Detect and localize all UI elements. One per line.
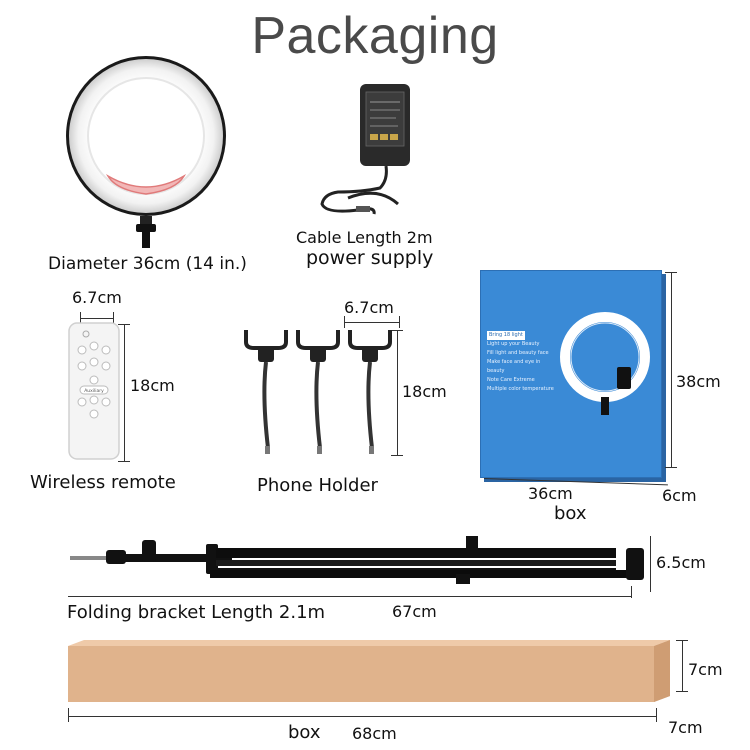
remote-control-icon: Auxiliary xyxy=(68,322,120,460)
remote-height-line xyxy=(124,324,125,462)
tripod-thickness-line xyxy=(650,536,651,592)
remote-auxiliary-text: Auxiliary xyxy=(84,388,104,394)
holder-height-line xyxy=(397,330,398,456)
long-box-length-label: 68cm xyxy=(352,724,397,743)
box-print-line: Note Care Extreme xyxy=(487,377,535,383)
phone-holder-icon xyxy=(244,328,392,456)
ring-box-depth-label: 6cm xyxy=(662,486,697,505)
ring-box-width-label: 36cm xyxy=(528,484,573,503)
box-print-line: Light up your Beauty xyxy=(487,341,540,347)
ring-light-image xyxy=(56,56,236,253)
box-print-line: Multiple color temperature xyxy=(487,386,554,392)
long-box-label: box xyxy=(288,722,321,743)
power-adapter-icon xyxy=(320,84,410,215)
long-box-height-line xyxy=(682,640,683,692)
wireless-remote-label: Wireless remote xyxy=(30,472,176,493)
ring-light-icon xyxy=(66,56,226,248)
remote-width-label: 6.7cm xyxy=(72,288,122,307)
tripod-icon xyxy=(70,536,644,584)
wireless-remote-image: Auxiliary xyxy=(68,322,120,460)
cardboard-box-icon xyxy=(68,640,670,702)
box-print-line: Bring 18 light xyxy=(487,331,525,340)
page-title: Packaging xyxy=(251,7,499,65)
long-box-image xyxy=(64,638,674,704)
tripod-thickness-label: 6.5cm xyxy=(656,553,706,572)
tripod-image xyxy=(66,530,646,590)
holder-height-label: 18cm xyxy=(402,382,447,401)
phone-holder-image xyxy=(240,326,400,456)
ring-box-height-line xyxy=(671,272,672,468)
tripod-length-line xyxy=(68,596,632,597)
ring-box-height-label: 38cm xyxy=(676,372,721,391)
power-supply-label: power supply xyxy=(306,247,434,269)
long-box-depth-label: 7cm xyxy=(668,718,703,737)
ring-box-label: box xyxy=(554,503,587,524)
box-print-line: Fill light and beauty face xyxy=(487,350,549,356)
holder-width-label: 6.7cm xyxy=(344,298,394,317)
tripod-label: Folding bracket Length 2.1m xyxy=(67,602,326,623)
long-box-length-line xyxy=(68,716,656,717)
power-supply-image xyxy=(318,80,428,220)
long-box-height-label: 7cm xyxy=(688,660,723,679)
remote-width-line xyxy=(80,318,114,319)
remote-height-label: 18cm xyxy=(130,376,175,395)
phone-holder-label: Phone Holder xyxy=(257,475,378,496)
box-ring-light-icon xyxy=(560,312,650,415)
ring-box-width-line xyxy=(483,478,668,486)
tripod-length-label: 67cm xyxy=(392,602,437,621)
holder-width-line xyxy=(344,322,400,323)
cable-length-label: Cable Length 2m xyxy=(296,228,433,247)
box-print-line: Make face and eye in beauty xyxy=(487,359,541,374)
ring-light-label: Diameter 36cm (14 in.) xyxy=(48,254,247,274)
ring-box-image: Bring 18 light Light up your Beauty Fill… xyxy=(480,270,662,478)
